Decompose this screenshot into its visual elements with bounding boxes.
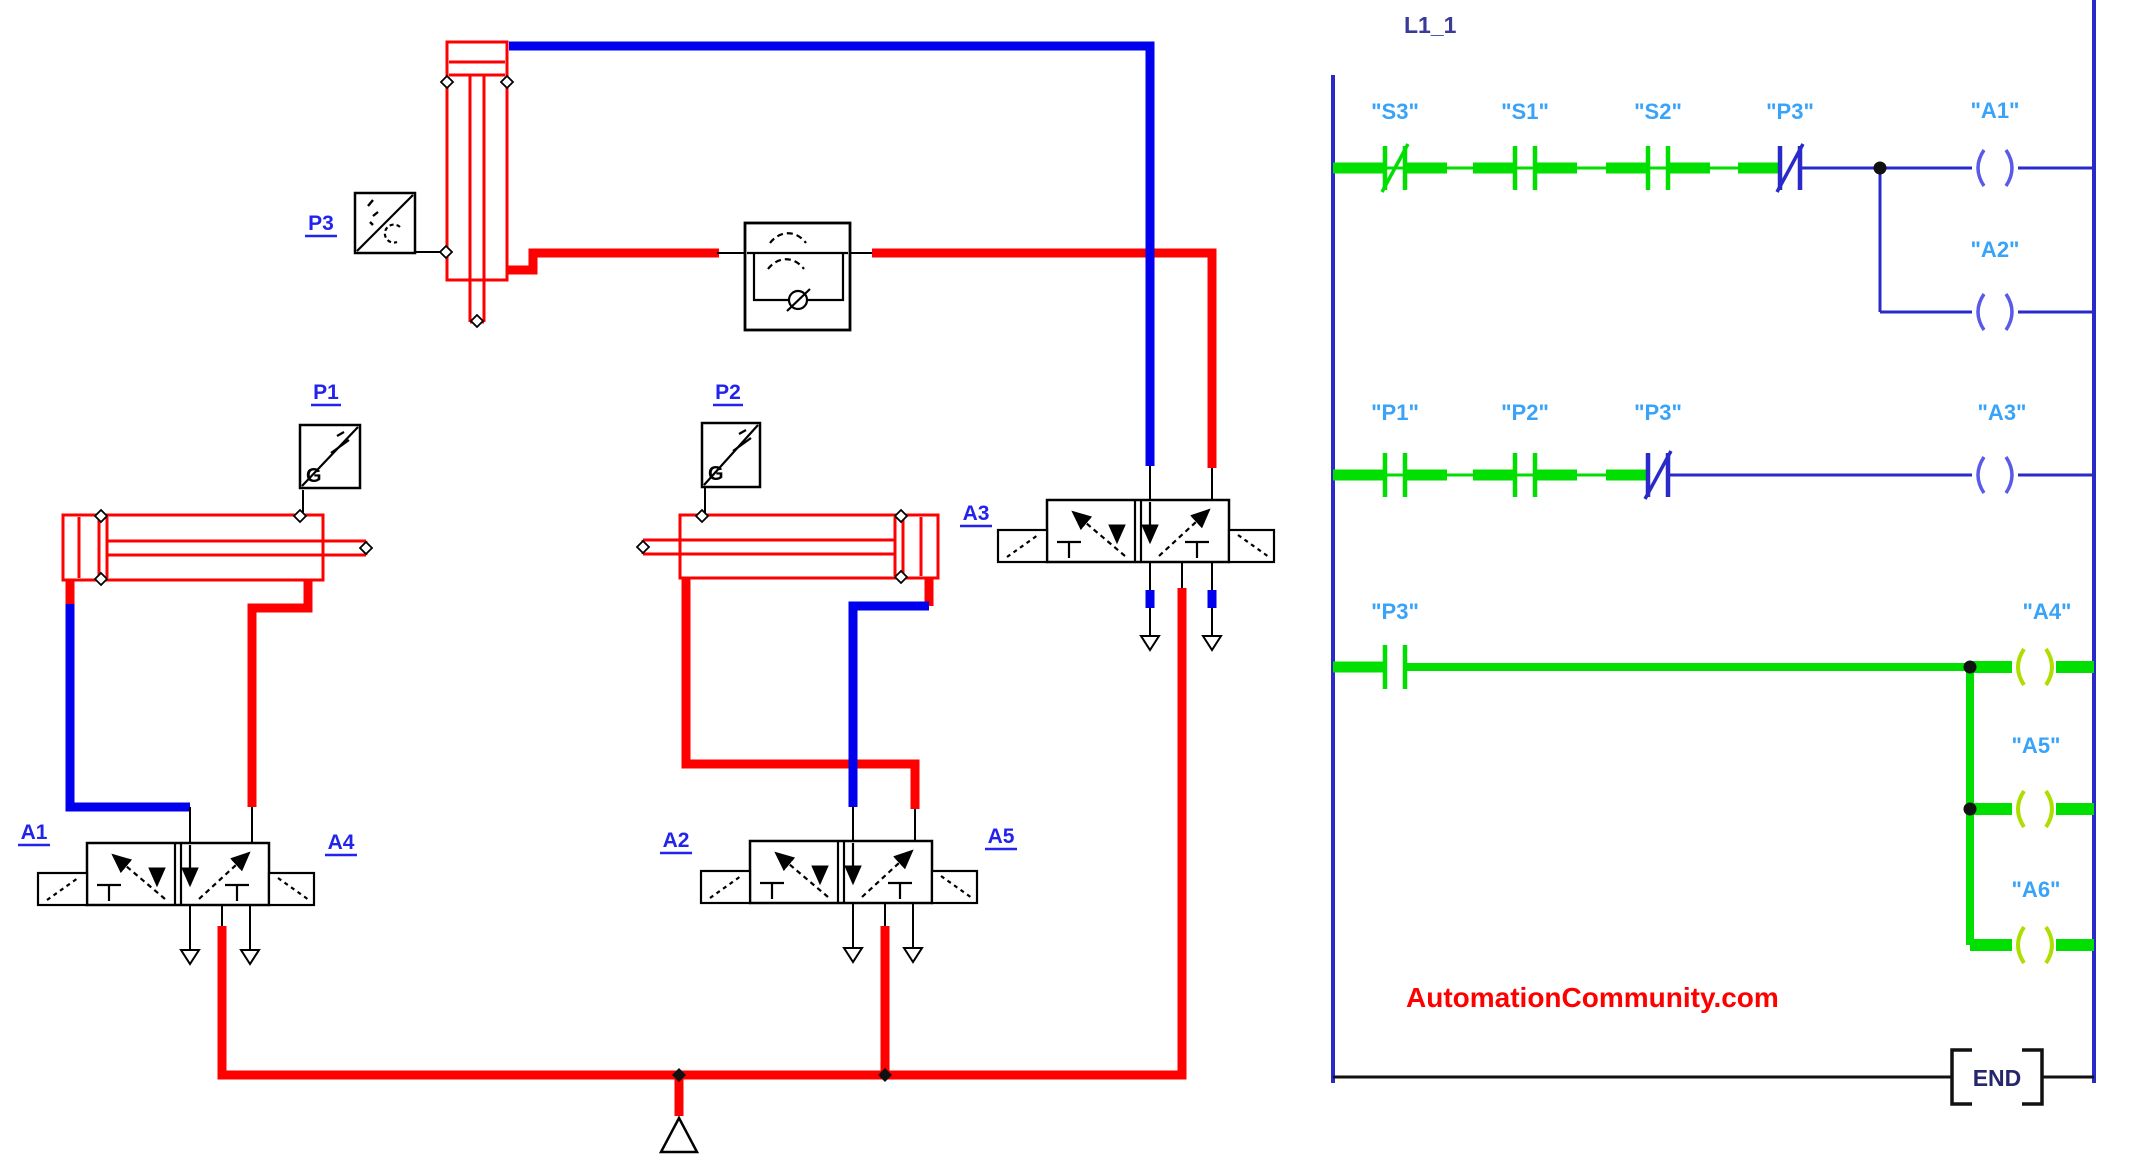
contact-s3[interactable] bbox=[1380, 143, 1410, 193]
exhaust-icons bbox=[180, 635, 1222, 965]
air-source-icon[interactable] bbox=[658, 1115, 700, 1154]
contact-p1[interactable] bbox=[1382, 453, 1408, 497]
blue-pipes bbox=[65, 41, 1217, 812]
flow-control-valve[interactable] bbox=[743, 221, 852, 332]
tag-p3: "P3" bbox=[1634, 400, 1682, 425]
ladder-labels: L1_1 "S3" "S1" "S2" "P3" "A1" "A2" "P1" … bbox=[1371, 12, 2071, 1013]
tag-s1: "S1" bbox=[1501, 99, 1549, 124]
coil-a3[interactable] bbox=[1976, 456, 2014, 494]
label-p3: P3 bbox=[308, 212, 334, 235]
valve-a3[interactable] bbox=[998, 500, 1274, 562]
watermark-text: AutomationCommunity.com bbox=[1406, 982, 1779, 1013]
valve-a2-a5[interactable] bbox=[701, 841, 977, 903]
network-label: L1_1 bbox=[1404, 12, 1457, 38]
tag-a5: "A5" bbox=[2012, 733, 2061, 758]
tag-a2: "A2" bbox=[1971, 237, 2020, 262]
label-a5: A5 bbox=[988, 825, 1015, 848]
tag-p3: "P3" bbox=[1766, 99, 1814, 124]
coil-a2[interactable] bbox=[1976, 293, 2014, 331]
ladder-rung-2 bbox=[1333, 450, 2094, 500]
tag-a3: "A3" bbox=[1978, 400, 2027, 425]
end-label: END bbox=[1973, 1065, 2022, 1091]
tag-a4: "A4" bbox=[2023, 599, 2072, 624]
contact-s1[interactable] bbox=[1512, 146, 1538, 190]
pneumatic-labels: P3 P1 P2 A1 A4 A2 A5 A3 bbox=[18, 212, 1017, 857]
cylinder-p2[interactable] bbox=[641, 513, 940, 580]
contact-s2[interactable] bbox=[1645, 146, 1671, 190]
contact-p3[interactable] bbox=[1382, 645, 1408, 689]
label-a1: A1 bbox=[21, 821, 48, 844]
pressure-sensor-p3[interactable] bbox=[353, 191, 417, 255]
ladder-rung-3 bbox=[1333, 645, 2094, 965]
tag-a6: "A6" bbox=[2012, 877, 2061, 902]
label-p1: P1 bbox=[313, 381, 339, 404]
sensor-letter: G bbox=[708, 463, 724, 485]
red-pressure-pipes bbox=[65, 248, 1217, 1116]
label-a4: A4 bbox=[328, 831, 355, 854]
coil-a1[interactable] bbox=[1976, 149, 2014, 187]
pressure-sensor-p1[interactable]: G bbox=[298, 423, 362, 490]
coil-a4[interactable] bbox=[2016, 647, 2054, 687]
cylinder-p1[interactable] bbox=[61, 513, 368, 582]
cylinder-vertical[interactable] bbox=[445, 40, 509, 324]
tag-p3: "P3" bbox=[1371, 599, 1419, 624]
tag-p2: "P2" bbox=[1501, 400, 1549, 425]
label-p2: P2 bbox=[715, 381, 741, 404]
tag-s2: "S2" bbox=[1634, 99, 1682, 124]
ladder-rung-1 bbox=[1333, 143, 2094, 331]
switch-glyph bbox=[330, 431, 350, 454]
contact-p2[interactable] bbox=[1512, 453, 1538, 497]
valve-a1-a4[interactable] bbox=[38, 843, 314, 905]
label-a2: A2 bbox=[663, 829, 690, 852]
coil-a5[interactable] bbox=[2016, 789, 2054, 829]
contact-p3-nc[interactable] bbox=[1775, 143, 1805, 193]
tag-s3: "S3" bbox=[1371, 99, 1419, 124]
tag-a1: "A1" bbox=[1971, 98, 2020, 123]
coil-a6[interactable] bbox=[2016, 925, 2054, 965]
pressure-sensor-p2[interactable]: G bbox=[700, 421, 762, 489]
end-block[interactable]: END bbox=[1333, 1048, 2094, 1106]
contact-p3-nc[interactable] bbox=[1643, 450, 1673, 500]
label-a3: A3 bbox=[963, 502, 990, 525]
connection-stubs bbox=[189, 251, 1213, 950]
pressure-switch-glyph bbox=[367, 199, 401, 244]
sensor-letter: G bbox=[306, 465, 322, 487]
tag-p1: "P1" bbox=[1371, 400, 1419, 425]
switch-glyph bbox=[732, 429, 752, 452]
ladder-rails bbox=[1331, 0, 2096, 1083]
